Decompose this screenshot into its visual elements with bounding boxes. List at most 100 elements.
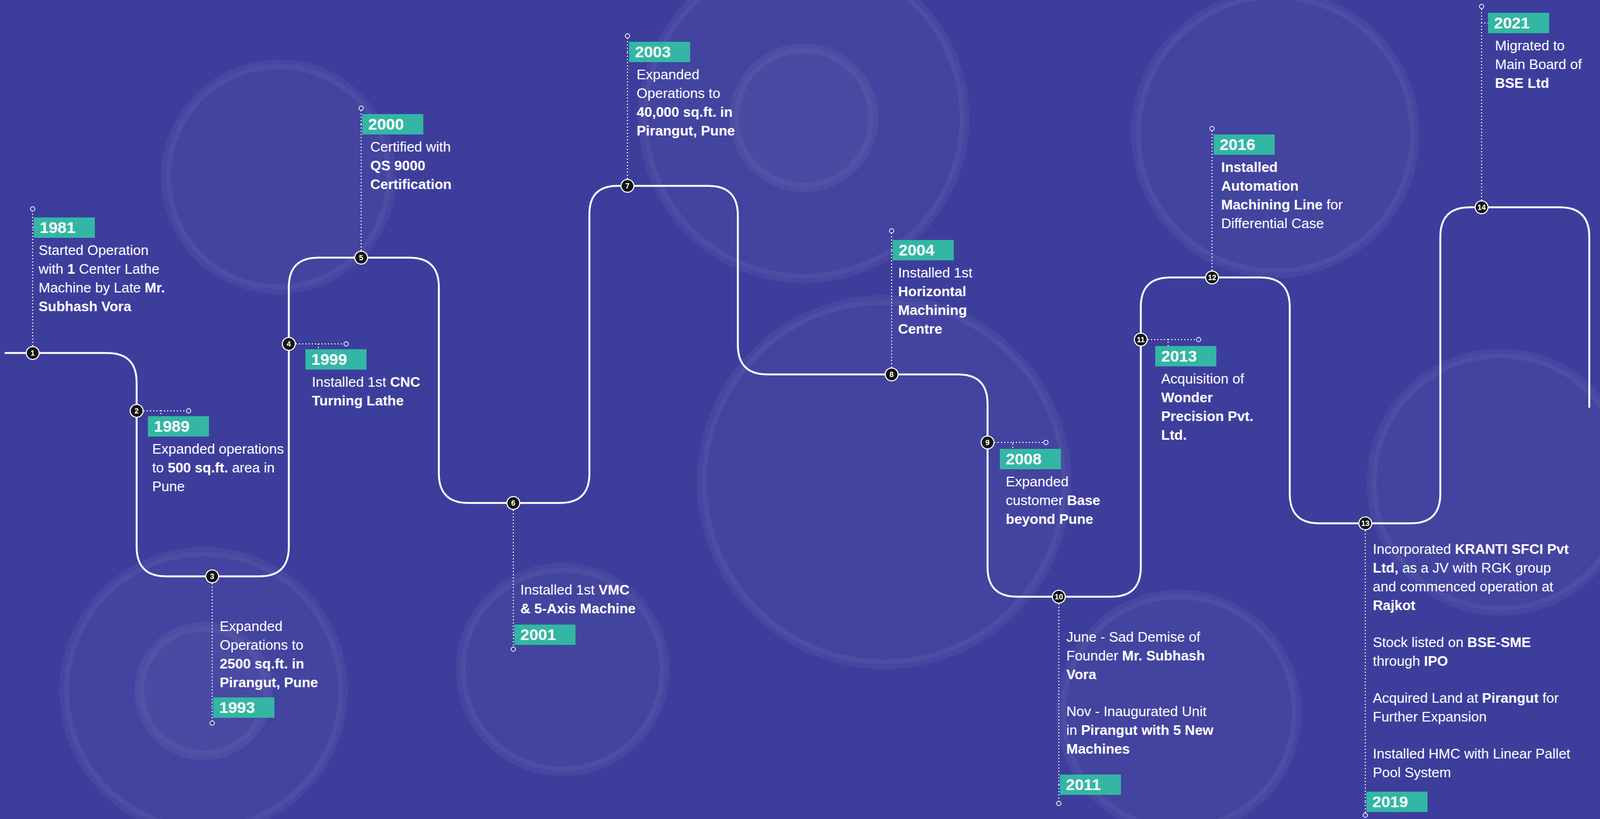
milestone-block: 2019Incorporated KRANTI SFCI Pvt Ltd, as… [1366, 540, 1577, 813]
leader-line [1365, 530, 1367, 803]
text-run: Acquired [1372, 690, 1428, 707]
text-run [1428, 559, 1433, 577]
step-number: 13 [1361, 519, 1370, 528]
text-run [1489, 745, 1493, 762]
text-run: & [520, 600, 531, 617]
text-run [1448, 559, 1453, 577]
year-tag: 2001 [514, 624, 576, 646]
year-tag: 1981 [33, 217, 95, 238]
year-tag: 2011 [1059, 774, 1121, 796]
milestone-description: Expanded customer Base beyond Pune [1005, 472, 1121, 529]
text-run: Lathe [124, 260, 160, 278]
text-run: with [1452, 559, 1478, 577]
gear-shape [1371, 353, 1600, 611]
text-run: in [1066, 722, 1078, 739]
step-number: 9 [985, 438, 990, 447]
text-run [1538, 690, 1543, 707]
milestone-block: 1993Expanded Operations to 2500 sq.ft. i… [213, 617, 327, 719]
text-run: as [1402, 559, 1417, 577]
milestone-description: Acquisition of Wonder Precision Pvt. Ltd… [1161, 369, 1255, 445]
description-group: Installed 1st VMC & 5-Axis Machine [520, 580, 640, 619]
year-tag: 1989 [147, 416, 209, 437]
text-run [1511, 559, 1516, 577]
leader-line [1212, 144, 1214, 271]
text-run: Incorporated [1372, 541, 1452, 558]
step-number: 6 [511, 499, 516, 507]
text-run [530, 600, 535, 617]
milestone-description: Installed HMC with Linear Pallet Pool Sy… [1372, 744, 1577, 783]
leader-line [627, 51, 630, 179]
year-tag: 2021 [1488, 12, 1550, 34]
text-run [1523, 75, 1528, 92]
text-run: Acquisition [1161, 370, 1229, 387]
leader-tip [210, 721, 215, 726]
text-run: Land [1431, 690, 1463, 707]
text-run [390, 157, 395, 174]
text-run: in [263, 459, 275, 476]
description-group: Expanded customer Base beyond Pune [1005, 472, 1121, 529]
text-run [1416, 559, 1421, 577]
milestone-block: 1989Expanded operations to 500 sq.ft. ar… [147, 416, 284, 497]
text-run: Installed [311, 374, 364, 391]
text-run: Machine [38, 279, 92, 296]
text-run: Vora [1066, 666, 1097, 683]
leader-extension [1211, 130, 1213, 145]
text-run [1531, 745, 1536, 762]
text-run [1477, 559, 1482, 577]
milestone-description: Certified with QS 9000 Certification [370, 137, 470, 194]
step-marker: 10 [1051, 589, 1066, 604]
text-run [1543, 541, 1547, 558]
text-run: Unit [1181, 703, 1207, 720]
step-number: 7 [625, 182, 630, 190]
text-run [228, 459, 233, 476]
text-run: a [1421, 559, 1429, 577]
text-run [1427, 690, 1432, 707]
text-run: June [1066, 629, 1097, 646]
step-number: 12 [1207, 273, 1217, 282]
year-tag: 1999 [305, 349, 367, 370]
step-marker: 4 [281, 337, 296, 351]
text-run: Pune [152, 478, 185, 495]
text-run [1228, 370, 1233, 387]
text-run: Further [1372, 708, 1418, 725]
text-run: Main [1494, 56, 1525, 73]
text-run [214, 440, 219, 458]
text-run: KRANTI [1454, 541, 1508, 558]
gear-shape [166, 64, 392, 290]
text-run: 5 [1172, 722, 1181, 739]
year-tag: 2013 [1155, 346, 1217, 367]
edge-group [32, 23, 1489, 803]
milestone-block: 2003Expanded Operations to 40,000 sq.ft.… [629, 41, 755, 141]
text-run: Expanded [152, 440, 215, 458]
text-run: Installed [520, 581, 573, 598]
text-run: Pvt. [1227, 408, 1254, 425]
text-run: VMC [598, 581, 630, 598]
leader-tip [186, 408, 191, 414]
text-run: for [1542, 690, 1559, 707]
text-run [140, 279, 145, 296]
leader-extension [1012, 442, 1044, 444]
text-run [190, 459, 195, 476]
text-run [1322, 196, 1327, 213]
text-run: 1st [576, 581, 595, 598]
leader-extension [1481, 8, 1483, 24]
step-marker: 1 [25, 346, 40, 361]
milestone-description: Expanded operations to 500 sq.ft. area i… [152, 439, 284, 497]
text-run [1475, 578, 1480, 595]
text-run [697, 122, 701, 139]
text-run: Installed [1372, 745, 1425, 762]
text-run: in [291, 655, 304, 672]
step-number: 10 [1054, 593, 1064, 601]
text-run: Sad [1109, 629, 1134, 646]
text-run: Migrated [1494, 37, 1550, 54]
text-run: of [1569, 56, 1582, 73]
text-run: BSE-SME [1467, 634, 1531, 651]
text-run: IPO [1423, 653, 1448, 670]
text-run: with [38, 260, 64, 278]
text-run [1462, 690, 1467, 707]
text-run: Horizontal [898, 283, 967, 300]
text-run: System [1404, 764, 1452, 781]
leader-extension [891, 233, 893, 251]
text-run: by [95, 279, 110, 296]
text-run [1099, 703, 1104, 720]
